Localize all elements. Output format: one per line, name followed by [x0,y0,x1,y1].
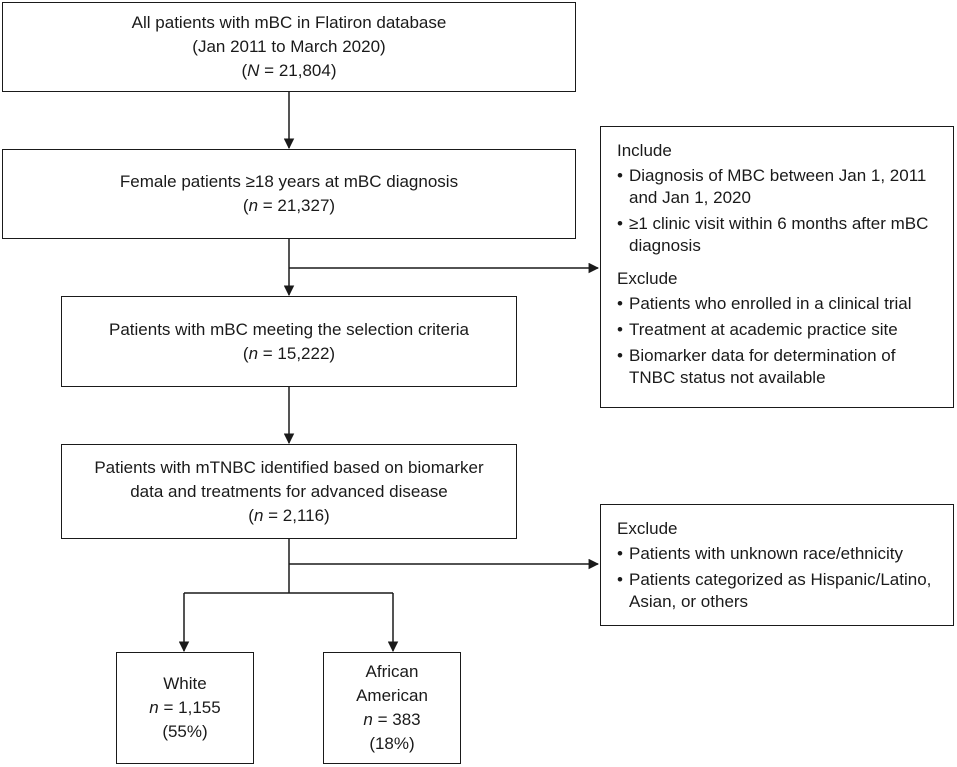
include-item: Diagnosis of MBC between Jan 1, 2011 and… [617,165,943,209]
exclude-item: Patients categorized as Hispanic/Latino,… [617,569,943,613]
white-cohort-box: White n = 1,155 (55%) [116,652,254,764]
mtnbc-line2: data and treatments for advanced disease [130,481,448,501]
african-american-percent: (18%) [369,734,415,753]
all-patients-box: All patients with mBC in Flatiron databa… [2,2,576,92]
count-var: n [253,505,264,525]
count-open: ( [241,61,248,80]
count-value: = 15,222) [258,343,336,363]
african-american-count: n = 383 [363,708,420,732]
selection-criteria-count: (n = 15,222) [243,342,335,366]
all-patients-count: (N = 21,804) [242,59,337,83]
mtnbc-line1: Patients with mTNBC identified based on … [94,457,484,477]
white-count: n = 1,155 [149,696,220,720]
count-value: = 1,155 [158,698,221,717]
exclude-item: Biomarker data for determination of TNBC… [617,345,943,389]
count-value: = 383 [372,710,421,729]
exclude-heading: Exclude [617,519,678,538]
count-var: n [248,343,259,363]
all-patients-line2: (Jan 2011 to March 2020) [192,37,386,56]
include-exclude-criteria-box: Include Diagnosis of MBC between Jan 1, … [600,126,954,408]
african-american-cohort-box: African American n = 383 (18%) [323,652,461,764]
include-item: ≥1 clinic visit within 6 months after mB… [617,213,943,257]
count-var: N [247,61,260,80]
exclude-item: Treatment at academic practice site [617,319,943,341]
mtnbc-box: Patients with mTNBC identified based on … [61,444,517,539]
white-label: White [163,674,207,693]
count-var: n [149,698,159,717]
white-percent: (55%) [162,722,208,741]
female-patients-box: Female patients ≥18 years at mBC diagnos… [2,149,576,239]
count-var: n [363,710,373,729]
race-exclusion-box: Exclude Patients with unknown race/ethni… [600,504,954,626]
count-open: ( [242,343,249,363]
count-value: = 21,804) [259,61,337,80]
count-var: n [248,196,259,215]
count-open: ( [242,196,249,215]
include-heading: Include [617,141,672,160]
exclude-item: Patients who enrolled in a clinical tria… [617,293,943,315]
exclude-item: Patients with unknown race/ethnicity [617,543,943,565]
count-value: = 21,327) [258,196,336,215]
all-patients-line1: All patients with mBC in Flatiron databa… [131,13,447,32]
african-american-label2: American [356,686,428,705]
mtnbc-count: (n = 2,116) [248,504,329,528]
count-open: ( [248,505,254,525]
selection-criteria-line1: Patients with mBC meeting the selection … [109,319,469,339]
female-patients-line1: Female patients ≥18 years at mBC diagnos… [119,172,459,191]
count-value: = 2,116) [263,505,330,525]
african-american-label1: African [365,662,419,681]
female-patients-count: (n = 21,327) [243,194,335,218]
exclude-heading: Exclude [617,269,678,288]
selection-criteria-box: Patients with mBC meeting the selection … [61,296,517,387]
